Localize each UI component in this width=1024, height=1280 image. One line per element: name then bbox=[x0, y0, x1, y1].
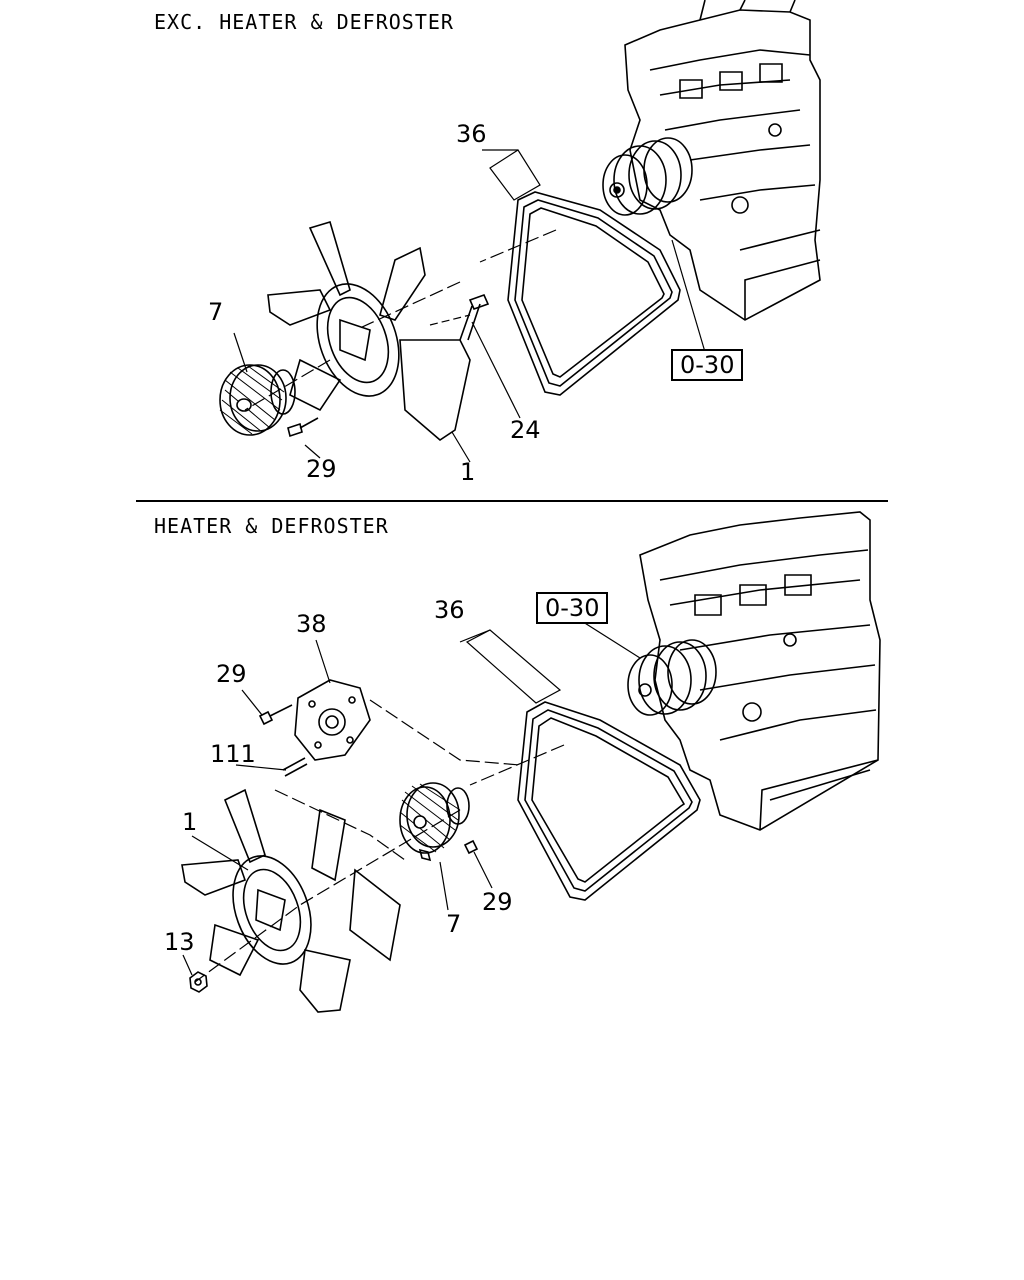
top-callout-screw: 29 bbox=[306, 455, 337, 483]
top-callout-fan: 1 bbox=[460, 458, 476, 486]
top-bolt-icon bbox=[460, 295, 488, 340]
bottom-reference-box[interactable]: 0-30 bbox=[536, 592, 609, 624]
bottom-callout-clutch: 7 bbox=[446, 910, 462, 938]
bottom-leader-lines bbox=[183, 620, 640, 982]
top-engine-block-icon bbox=[625, 0, 820, 320]
top-fan-blade-icon bbox=[268, 222, 470, 440]
bottom-crank-pulley-icon bbox=[628, 640, 716, 715]
section-divider bbox=[136, 500, 888, 502]
top-v-belt-icon bbox=[508, 192, 680, 395]
top-section-title: EXC. HEATER & DEFROSTER bbox=[154, 10, 454, 34]
top-callout-clutch: 7 bbox=[208, 298, 224, 326]
top-reference-box[interactable]: 0-30 bbox=[671, 349, 744, 381]
top-callout-belt: 36 bbox=[456, 120, 487, 148]
bottom-fan-clutch-icon bbox=[400, 783, 469, 853]
top-leader-lines bbox=[234, 150, 705, 462]
bottom-callout-screw-a: 29 bbox=[216, 660, 247, 688]
bottom-section-title: HEATER & DEFROSTER bbox=[154, 514, 389, 538]
bottom-v-belt-icon bbox=[518, 702, 700, 900]
top-callout-bolt: 24 bbox=[510, 416, 541, 444]
bottom-callout-fan: 1 bbox=[182, 808, 198, 836]
bottom-fan-blade-icon bbox=[182, 790, 400, 1012]
bottom-fan-spacer-icon bbox=[295, 680, 370, 760]
bottom-engine-block-icon bbox=[640, 512, 880, 830]
top-screw-icon bbox=[288, 418, 318, 436]
bottom-callout-belt: 36 bbox=[434, 596, 465, 624]
bottom-callout-bracket: 38 bbox=[296, 610, 327, 638]
bottom-callout-nut: 13 bbox=[164, 928, 195, 956]
top-crank-pulley-icon bbox=[603, 138, 692, 215]
top-fan-clutch-icon bbox=[220, 365, 295, 435]
bottom-callout-stud: 111 bbox=[210, 740, 256, 768]
bottom-callout-screw-b: 29 bbox=[482, 888, 513, 916]
bottom-bolt-icons bbox=[260, 705, 477, 860]
